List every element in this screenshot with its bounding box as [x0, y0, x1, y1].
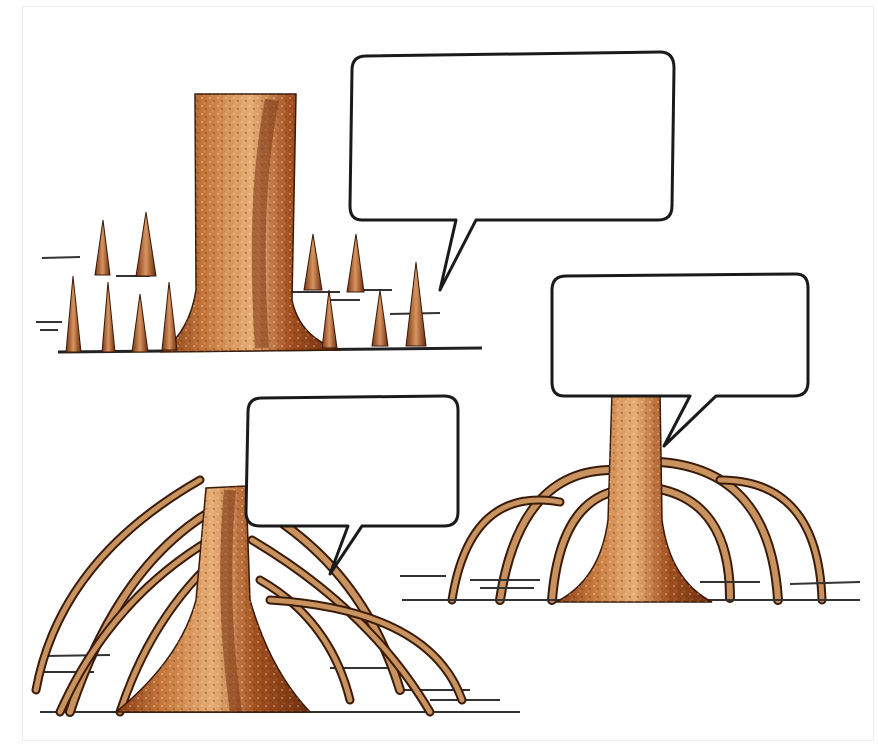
speech-bubble-top [350, 52, 674, 290]
speech-bubble-bottom [246, 396, 458, 574]
stilt-root-tree [400, 392, 860, 602]
speech-bubble-right [552, 274, 808, 446]
